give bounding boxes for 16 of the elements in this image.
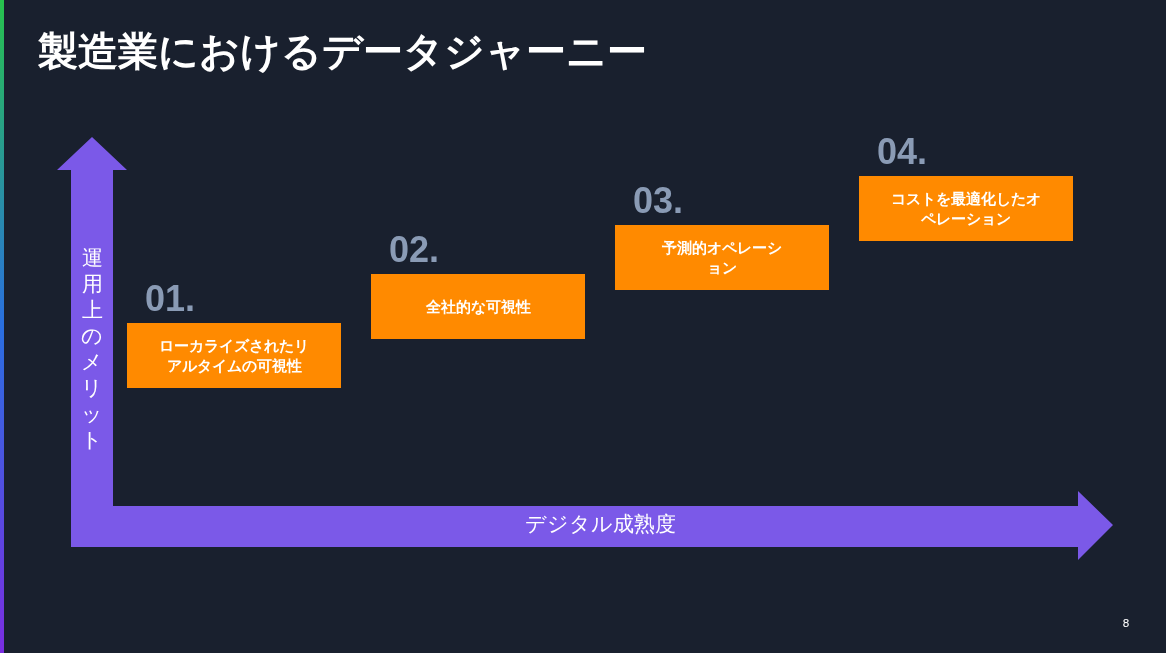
step-number: 02.	[389, 232, 440, 268]
page-number: 8	[1121, 617, 1131, 630]
step-number: 01.	[145, 281, 196, 317]
step-number: 03.	[633, 183, 684, 219]
step-text: 予測的オペレーション	[661, 237, 783, 278]
step-box	[127, 323, 341, 388]
axis-label: 運用上のメリット	[81, 245, 103, 453]
step-text: 全社的な可視性	[425, 296, 531, 317]
step-box	[859, 176, 1073, 241]
step-text: ローカライズされたリアルタイムの可視性	[158, 335, 310, 376]
step-box	[371, 274, 585, 339]
step-text: コストを最適化したオペレーション	[890, 188, 1042, 229]
step-box	[615, 225, 829, 290]
slide-title: 製造業におけるデータジャーニー	[38, 27, 647, 76]
step-number: 04.	[877, 134, 928, 170]
axis-label: デジタル成熟度	[523, 511, 677, 538]
